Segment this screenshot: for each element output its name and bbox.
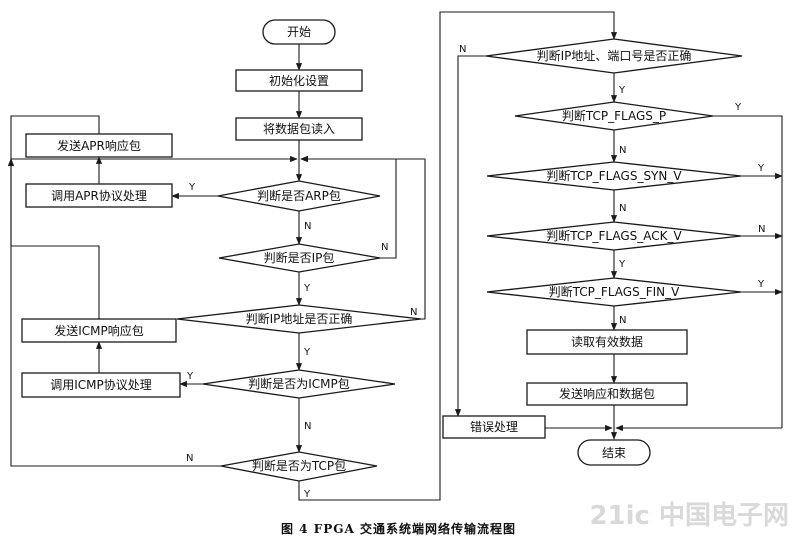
node-init-label: 初始化设置 [269,74,329,88]
label-syn-y: Y [757,163,765,174]
label-ip-n: N [381,242,388,253]
node-icmp-process-label: 调用ICMP协议处理 [50,377,152,392]
node-init: 初始化设置 [235,69,363,92]
decision-is-ip-label: 判断是否IP包 [264,250,335,265]
node-read-packet: 将数据包读入 [235,117,363,141]
decision-is-icmp: 判断是否为ICMP包 [202,369,396,399]
label-port-y: Y [618,85,626,96]
edge-icmpresp-loop [7,158,100,319]
node-icmp-process: 调用ICMP协议处理 [21,372,181,398]
node-start-label: 开始 [287,25,311,39]
node-arp-process-label: 调用APR协议处理 [51,188,147,203]
decision-is-arp: 判断是否ARP包 [217,180,381,212]
label-flagsp-y: Y [734,102,742,113]
label-tcp-y: Y [303,489,311,500]
decision-ip-port-correct: 判断IP地址、端口号是否正确 [485,38,743,74]
label-ack-n: N [758,224,765,235]
label-syn-n: N [619,203,626,214]
edge-port-no [454,55,486,417]
node-end: 结束 [577,439,651,466]
edge-arpresp-loop [10,115,298,163]
decision-tcp-flags-ack-label: 判断TCP_FLAGS_ACK_V [546,228,682,243]
node-end-label: 结束 [602,446,626,460]
label-arp-n: N [304,221,311,232]
node-arp-process: 调用APR协议处理 [25,183,173,208]
decision-tcp-flags-p: 判断TCP_FLAGS_P [514,101,714,131]
decision-is-icmp-label: 判断是否为ICMP包 [248,376,350,391]
label-tcp-n: N [186,453,193,464]
node-start: 开始 [262,19,336,45]
decision-is-tcp-label: 判断是否为TCP包 [252,458,346,473]
node-arp-response-label: 发送APR响应包 [57,138,141,153]
decision-tcp-flags-ack: 判断TCP_FLAGS_ACK_V [486,221,742,251]
node-icmp-response-label: 发送ICMP响应包 [54,323,144,338]
decision-ip-addr-correct-label: 判断IP地址是否正确 [246,311,353,326]
edges [7,11,783,501]
node-arp-response: 发送APR响应包 [25,133,173,158]
node-read-valid-data: 读取有效数据 [526,329,688,355]
node-read-valid-data-label: 读取有效数据 [571,334,643,349]
node-read-packet-label: 将数据包读入 [263,121,335,136]
edge-flagsp-yes [713,115,783,428]
label-arp-y: Y [188,182,196,193]
node-send-response-label: 发送响应和数据包 [559,386,655,401]
label-ack-y: Y [618,259,626,270]
label-port-n: N [459,44,466,55]
decision-tcp-flags-syn: 判断TCP_FLAGS_SYN_V [486,161,742,191]
label-ipok-y: Y [303,347,311,358]
figure-caption: 图 4 FPGA 交通系统端网络传输流程图 [281,522,516,536]
node-error-handling: 错误处理 [442,415,546,439]
label-ip-y: Y [303,283,311,294]
label-ipok-n: N [410,307,417,318]
decision-tcp-flags-fin: 判断TCP_FLAGS_FIN_V [486,277,742,307]
label-flagsp-n: N [619,145,626,156]
decision-is-ip: 判断是否IP包 [218,243,381,273]
label-fin-y: Y [757,279,765,290]
label-icmp-n: N [304,421,311,432]
decision-tcp-flags-syn-label: 判断TCP_FLAGS_SYN_V [546,168,682,183]
label-icmp-y: Y [186,371,194,382]
decision-ip-addr-correct: 判断IP地址是否正确 [176,304,422,334]
edge-ipok-no [300,155,426,320]
node-send-response: 发送响应和数据包 [526,382,688,406]
watermark-logo: 21ic 中国电子网 [589,501,789,531]
decision-is-arp-label: 判断是否ARP包 [257,188,341,203]
label-fin-n: N [619,315,626,326]
node-error-handling-label: 错误处理 [470,420,518,434]
decision-tcp-flags-p-label: 判断TCP_FLAGS_P [562,108,666,123]
node-icmp-response: 发送ICMP响应包 [21,318,177,343]
decision-is-tcp: 判断是否为TCP包 [220,451,378,482]
edge-tcp-yes [298,11,618,501]
decision-ip-port-correct-label: 判断IP地址、端口号是否正确 [537,48,692,63]
edge-labels: Y N N Y N Y Y N N Y N Y Y N Y N N Y Y N [186,44,765,500]
decision-tcp-flags-fin-label: 判断TCP_FLAGS_FIN_V [549,284,680,299]
edge-tcp-no [7,158,230,467]
